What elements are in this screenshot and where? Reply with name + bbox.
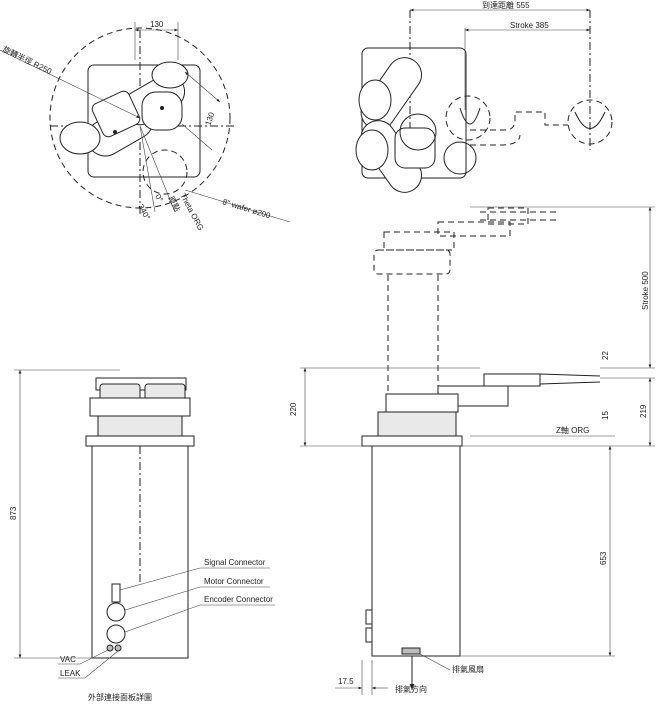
angle-0-label: 0° xyxy=(153,193,165,204)
wafer-ghost-2 xyxy=(567,99,613,145)
top-left-plan-view: 130 130 旋轉半徑 R250 8" wafer ø200 Theta OR… xyxy=(0,20,291,232)
end-effector-left xyxy=(59,121,101,155)
angle-340-label: 340° xyxy=(136,203,152,222)
vac-label: VAC xyxy=(60,655,76,664)
wafer-ghost-1 xyxy=(445,95,491,141)
signal-connector-label: Signal Connector xyxy=(204,558,266,567)
encoder-connector xyxy=(106,624,126,644)
exhaust-direction-label: 排氣方向 xyxy=(395,684,427,694)
reach-label: 到達距離 555 xyxy=(482,0,530,10)
stroke-385-label: Stroke 385 xyxy=(510,21,549,30)
front-view: Signal Connector Motor Connector Encoder… xyxy=(9,369,275,702)
signal-connector xyxy=(111,583,121,603)
front-column xyxy=(91,445,189,659)
side-column xyxy=(371,445,461,657)
wafer-circle xyxy=(142,149,188,195)
wafer-label: 8" wafer ø200 xyxy=(221,197,272,220)
dim-130-width: 130 xyxy=(150,20,164,29)
motor-connector-label: Motor Connector xyxy=(204,577,264,586)
exhaust-fan-label: 排氣風扇 xyxy=(452,664,484,674)
dim-653-label: 653 xyxy=(599,551,608,565)
stroke-500-label: Stroke 500 xyxy=(641,271,650,310)
dim-873-label: 873 xyxy=(9,506,18,520)
dim-22-label: 22 xyxy=(601,351,610,360)
top-right-plan-view: 到達距離 555 Stroke 385 xyxy=(355,0,613,193)
dim-17-5-label: 17.5 xyxy=(338,677,354,686)
dim-219-label: 219 xyxy=(639,404,648,418)
dim-220-label: 220 xyxy=(289,402,298,416)
panel-caption: 外部連接面板詳圖 xyxy=(88,692,152,702)
leak-label: LEAK xyxy=(60,669,81,678)
dim-15-label: 15 xyxy=(601,411,610,420)
end-effector-top xyxy=(151,61,189,89)
rotation-radius-label: 旋轉半徑 R250 xyxy=(1,44,54,77)
dim-130-side: 130 xyxy=(203,111,216,127)
theta-org-label: Theta ORG xyxy=(178,192,205,232)
encoder-connector-label: Encoder Connector xyxy=(204,595,273,604)
side-view: Stroke 500 22 220 219 15 Z軸 ORG 653 17.5… xyxy=(289,206,655,695)
z-org-label: Z軸 ORG xyxy=(556,425,589,435)
motor-connector xyxy=(106,602,126,622)
